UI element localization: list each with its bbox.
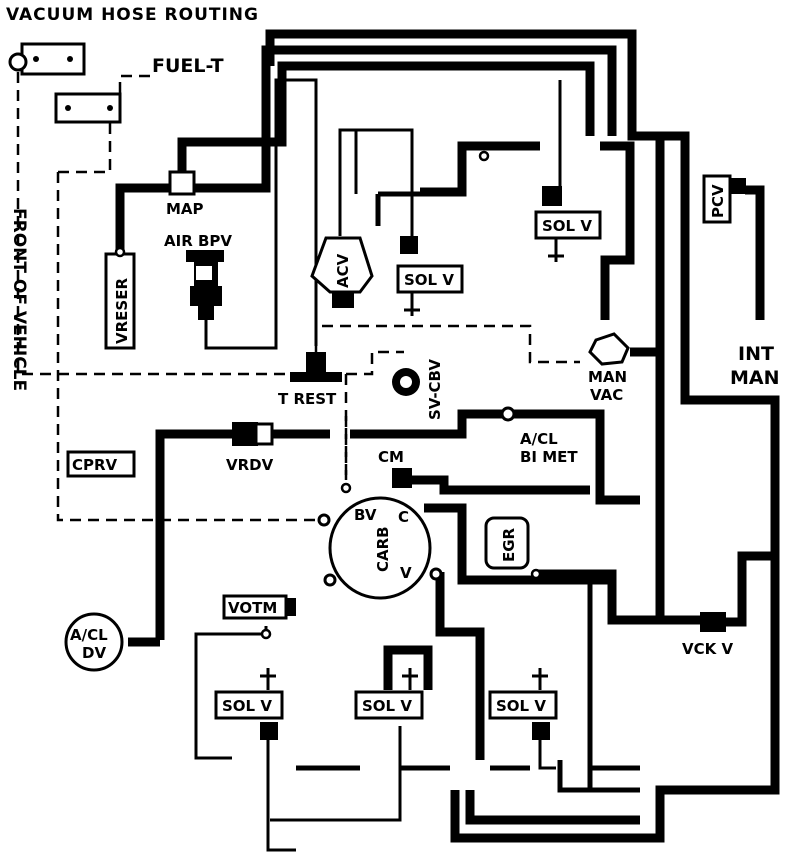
man-vac-fitting [588, 332, 630, 366]
t-rest-label: T REST [278, 390, 337, 408]
diagram-title: VACUUM HOSE ROUTING [6, 5, 259, 25]
votm-label: VOTM [228, 599, 277, 617]
acv-valve: ACV [310, 236, 374, 308]
acv-label: ACV [334, 253, 352, 288]
sol-v-lower-left: SOL V [214, 668, 284, 740]
vrdv-left-hose [155, 429, 236, 640]
junction-dots [114, 150, 542, 640]
left-solv-hose [266, 726, 402, 852]
air-bpv-label: AIR BPV [164, 232, 232, 250]
acv-to-solv-thin [356, 80, 562, 236]
votm-valve: VOTM [222, 594, 296, 620]
acv-to-solv-hose [375, 191, 420, 226]
sv-cbv-label: SV-CBV [426, 359, 444, 420]
t-rest-restrictor [290, 352, 342, 382]
man-vac-label-1: MAN [588, 368, 627, 386]
thick-hoses [115, 29, 780, 843]
egr-label: EGR [500, 527, 518, 562]
vreser-hose [115, 45, 617, 252]
air-bpv-valve [186, 250, 224, 320]
pcv-valve: PCV [702, 174, 746, 224]
fuel-t-label: FUEL-T [152, 55, 224, 77]
vrdv-label: VRDV [226, 456, 274, 474]
sol-v-lower-middle: SOL V [354, 668, 424, 720]
sol-v-upper-right: SOL V [534, 186, 602, 262]
front-dash [56, 106, 318, 522]
egr-valve: EGR [484, 516, 530, 570]
sol-v-upper-middle: SOL V [396, 236, 464, 316]
vreser-label: VRESER [113, 278, 131, 344]
vckv-valve [700, 612, 726, 632]
sol-v-upper-right-label: SOL V [542, 217, 592, 235]
carb-v-label: V [400, 564, 412, 582]
map-hose [177, 61, 595, 172]
acl-dv-label-2: DV [82, 644, 106, 662]
t-rest-dash [314, 324, 580, 480]
vreser-reservoir: VRESER [104, 252, 136, 350]
carb-label: CARB [374, 526, 392, 572]
man-vac-label-2: VAC [590, 386, 623, 404]
upper-cross-hose [420, 141, 635, 320]
bottom-loop-hose [450, 790, 640, 843]
cprv-valve: CPRV [66, 450, 136, 478]
man-label: MAN [730, 367, 780, 389]
dashed-hoses [16, 72, 580, 522]
pcv-label: PCV [709, 184, 727, 218]
sol-v-upper-middle-label: SOL V [404, 271, 454, 289]
sol-v-lower-middle-label: SOL V [362, 697, 412, 715]
acl-dv-diaphragm: A/CL DV [64, 612, 124, 672]
int-man-hose [745, 185, 765, 320]
cprv-label: CPRV [72, 456, 118, 474]
air-bpv-hose [204, 78, 318, 350]
vckv-label: VCK V [682, 640, 733, 658]
carburetor: BV C CARB V [328, 496, 432, 600]
acl-bimet-label-2: BI MET [520, 448, 578, 466]
sv-cbv-valve: SV-CBV [392, 359, 444, 420]
vrdv-valve [232, 422, 274, 446]
acl-bimet-label-1: A/CL [520, 430, 558, 448]
cm-hose [412, 475, 590, 495]
lower-right-hose [538, 571, 640, 793]
int-label: INT [738, 343, 774, 365]
carb-right-hose [424, 503, 608, 760]
cm-fitting [392, 468, 412, 488]
sol-v-lower-right-label: SOL V [496, 697, 546, 715]
acl-dv-label-1: A/CL [70, 626, 108, 644]
sol-v-lower-left-label: SOL V [222, 697, 272, 715]
fuel-t-bracket [8, 42, 122, 124]
fuel-t-dash [16, 72, 296, 376]
carb-bv-label: BV [354, 506, 377, 524]
cm-label: CM [378, 448, 404, 466]
carb-c-label: C [398, 508, 409, 526]
acv-hose [338, 128, 358, 236]
map-label: MAP [166, 200, 204, 218]
center-solv-hose [383, 645, 433, 690]
map-sensor [168, 170, 196, 196]
side-label: FRONT OF VEHICLE [9, 208, 29, 391]
acl-bimet-hose [272, 409, 640, 505]
vckv-right-hose [724, 551, 775, 627]
right-outer-hose [455, 131, 780, 843]
sol-v-lower-right: SOL V [488, 668, 558, 740]
